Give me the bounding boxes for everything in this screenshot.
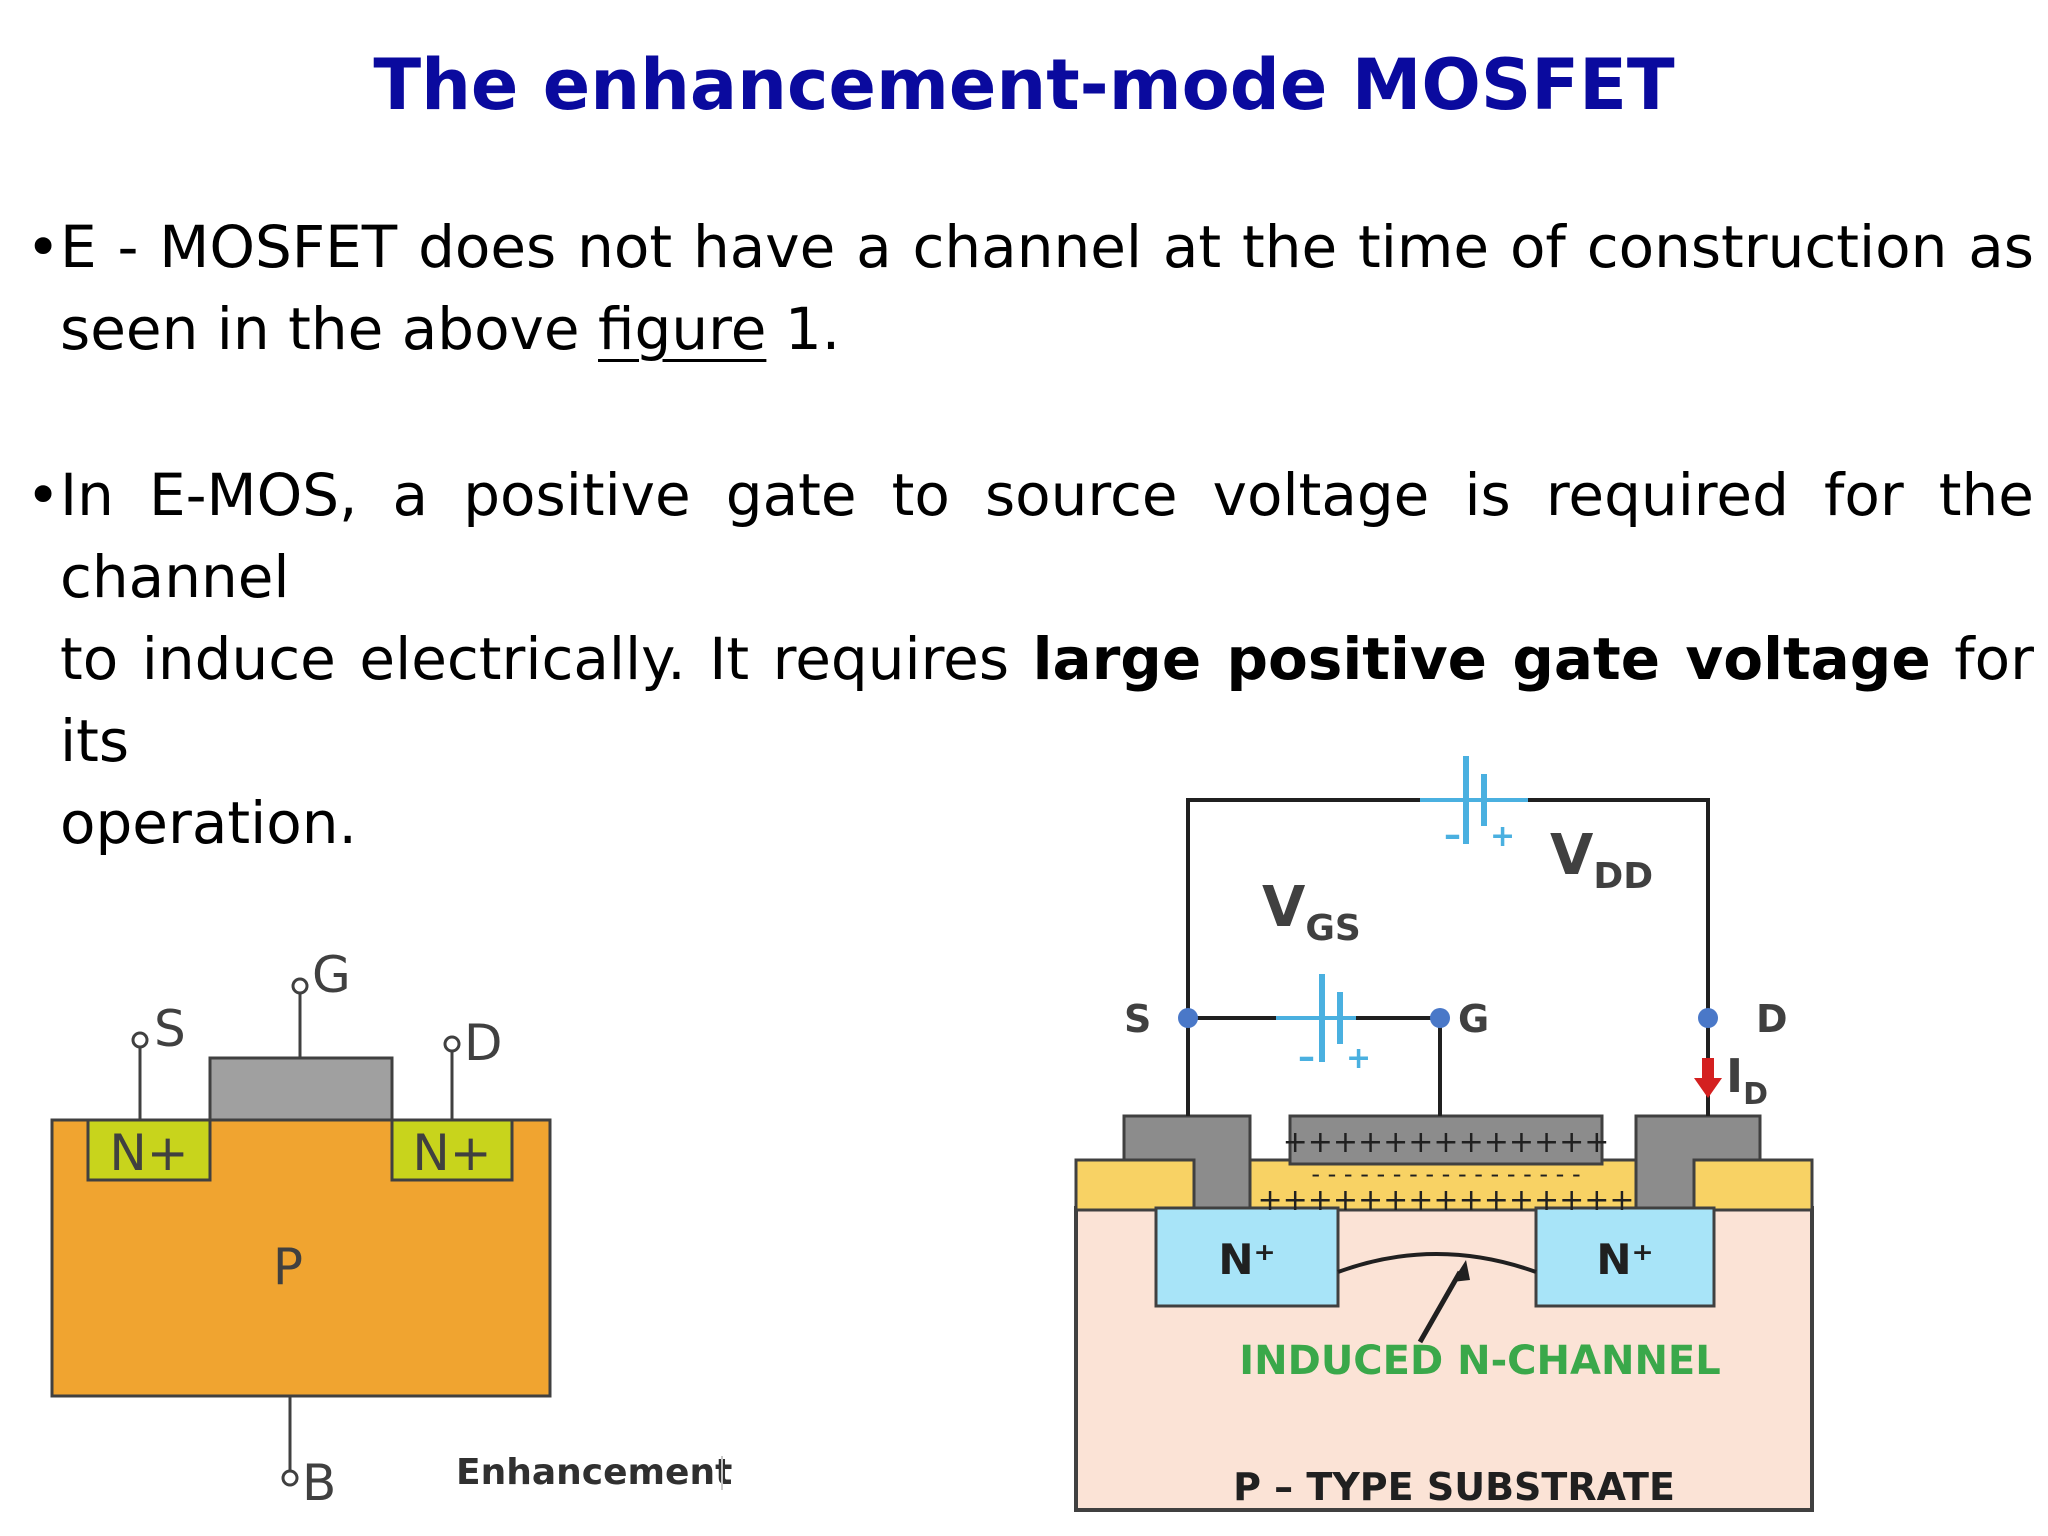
source-terminal-icon xyxy=(131,1031,149,1049)
bullet-2-emphasis: large positive gate voltage xyxy=(1032,625,1931,693)
n-plus-region-left xyxy=(86,1118,212,1182)
induced-charges: +++++++++++++++ xyxy=(1257,1183,1634,1218)
gate-block xyxy=(208,1056,394,1122)
vdd-plus: + xyxy=(1490,819,1515,854)
electron-row: - - - - - - - - - - - - - - - - - xyxy=(1311,1160,1580,1188)
label-induced-channel: INDUCED N-CHANNEL xyxy=(1239,1338,1720,1384)
source-contact xyxy=(1122,1114,1252,1210)
label-n-plus-right: N⁺ xyxy=(1596,1235,1653,1284)
bullet-1-text: seen in the above xyxy=(60,295,599,363)
gate-charges: +++++++++++++ xyxy=(1283,1125,1610,1160)
bullet-2-suffix: for its xyxy=(60,625,2035,775)
slide-title: The enhancement-mode MOSFET xyxy=(373,44,1675,126)
bullet-1: • E - MOSFET does not have a channel at … xyxy=(26,206,2034,370)
bullet-2: • In E-MOS, a positive gate to source vo… xyxy=(26,454,2034,864)
bullet-2-text: to induce electrically. It requires xyxy=(60,625,1033,693)
label-p-type-substrate: P – TYPE SUBSTRATE xyxy=(1233,1465,1675,1509)
label-g: G xyxy=(1458,997,1489,1041)
label-p: P xyxy=(273,1238,303,1296)
induced-channel xyxy=(1337,1252,1537,1274)
label-n-plus-right: N+ xyxy=(412,1124,491,1182)
label-b: B xyxy=(302,1454,336,1512)
bullet-1-line-2: seen in the above figure 1. xyxy=(26,288,2034,370)
label-id: ID xyxy=(1726,1049,1768,1112)
drain-terminal-icon xyxy=(443,1035,461,1053)
gate-terminal-icon xyxy=(291,977,309,995)
bullet-dot: • xyxy=(26,213,61,281)
label-n-plus-left: N⁺ xyxy=(1218,1235,1275,1284)
bullet-2-line-3: operation. xyxy=(60,789,357,857)
left-mosfet-diagram: S G D B N+ N+ P Enhancement xyxy=(50,946,732,1512)
n-plus-region-right xyxy=(1534,1206,1716,1308)
label-g: G xyxy=(312,946,351,1004)
bullet-1-line-1: E - MOSFET does not have a channel at th… xyxy=(60,213,2034,281)
gate-terminal-icon xyxy=(1430,1008,1450,1028)
vdd-minus: – xyxy=(1444,815,1461,855)
drain-contact xyxy=(1634,1114,1762,1210)
label-n-plus-left: N+ xyxy=(109,1124,188,1182)
n-plus-region-left xyxy=(1154,1206,1340,1308)
bullet-2-line-2: to induce electrically. It requires larg… xyxy=(26,618,2034,782)
label-s: S xyxy=(154,1000,186,1058)
figure-link[interactable]: figure xyxy=(598,295,767,363)
body-terminal-icon xyxy=(281,1469,299,1487)
vgs-minus: – xyxy=(1298,1037,1315,1077)
bullet-dot: • xyxy=(26,461,61,529)
gate-metal xyxy=(1288,1114,1604,1166)
bullet-2-line-1: In E-MOS, a positive gate to source volt… xyxy=(60,461,2034,611)
label-vgs: VGS xyxy=(1262,875,1361,949)
vgs-plus: + xyxy=(1346,1041,1371,1076)
label-d: D xyxy=(1756,997,1788,1041)
channel-arrow-icon xyxy=(1452,1260,1470,1282)
drain-current-arrow-icon xyxy=(1694,1078,1722,1098)
label-s: S xyxy=(1124,997,1151,1041)
label-vdd: VDD xyxy=(1550,823,1653,897)
source-terminal-icon xyxy=(1178,1008,1198,1028)
right-mosfet-diagram: +++++++++++++ - - - - - - - - - - - - - … xyxy=(1074,756,1814,1512)
caption-enhancement: Enhancement xyxy=(456,1452,732,1493)
bullet-1-suffix: 1. xyxy=(766,295,841,363)
label-d: D xyxy=(464,1014,503,1072)
drain-terminal-icon xyxy=(1698,1008,1718,1028)
